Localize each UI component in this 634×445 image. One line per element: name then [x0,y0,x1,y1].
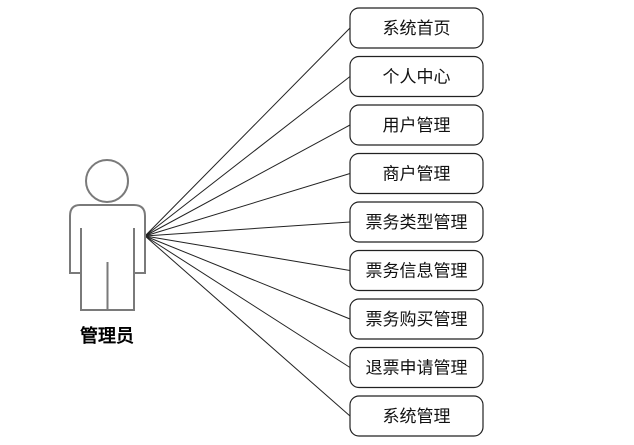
use-case-label: 退票申请管理 [366,359,468,379]
use-case-item: 票务类型管理 [349,201,484,243]
association-line [144,221,351,237]
association-line [144,235,351,368]
association-lines [144,27,351,417]
actor-figure [69,159,146,311]
association-line [144,173,351,237]
use-case-box [349,55,484,98]
use-case-item: 退票申请管理 [349,346,484,389]
use-case-box [349,298,484,340]
use-case-box [349,104,484,146]
actor-head [85,159,129,203]
use-case-item: 系统管理 [349,395,484,437]
use-case-item: 用户管理 [349,104,484,146]
use-case-label: 用户管理 [383,116,451,136]
use-case-item: 商户管理 [349,152,484,195]
use-case-label: 系统管理 [383,407,451,427]
use-case-label: 商户管理 [383,165,451,185]
association-line [144,235,351,271]
use-case-item: 票务购买管理 [349,298,484,340]
use-case-label: 票务信息管理 [366,262,468,282]
use-case-label: 系统首页 [383,19,451,39]
use-case-item: 系统首页 [349,7,484,49]
actor-label: 管理员 [80,325,134,347]
use-case-box [349,249,484,292]
use-case-label: 个人中心 [383,68,451,88]
actor-body [69,204,146,311]
use-case-label: 票务类型管理 [366,213,468,233]
use-case-list: 系统首页个人中心用户管理商户管理票务类型管理票务信息管理票务购买管理退票申请管理… [349,7,484,437]
use-case-box [349,7,484,49]
association-line [144,124,351,237]
use-case-box [349,152,484,195]
use-case-box [349,346,484,389]
association-line [144,27,351,237]
use-case-label: 票务购买管理 [366,310,468,330]
use-case-item: 个人中心 [349,55,484,98]
association-line [144,235,351,417]
association-line [144,235,351,320]
use-case-item: 票务信息管理 [349,249,484,292]
association-line [144,76,351,237]
use-case-box [349,201,484,243]
use-case-box [349,395,484,437]
